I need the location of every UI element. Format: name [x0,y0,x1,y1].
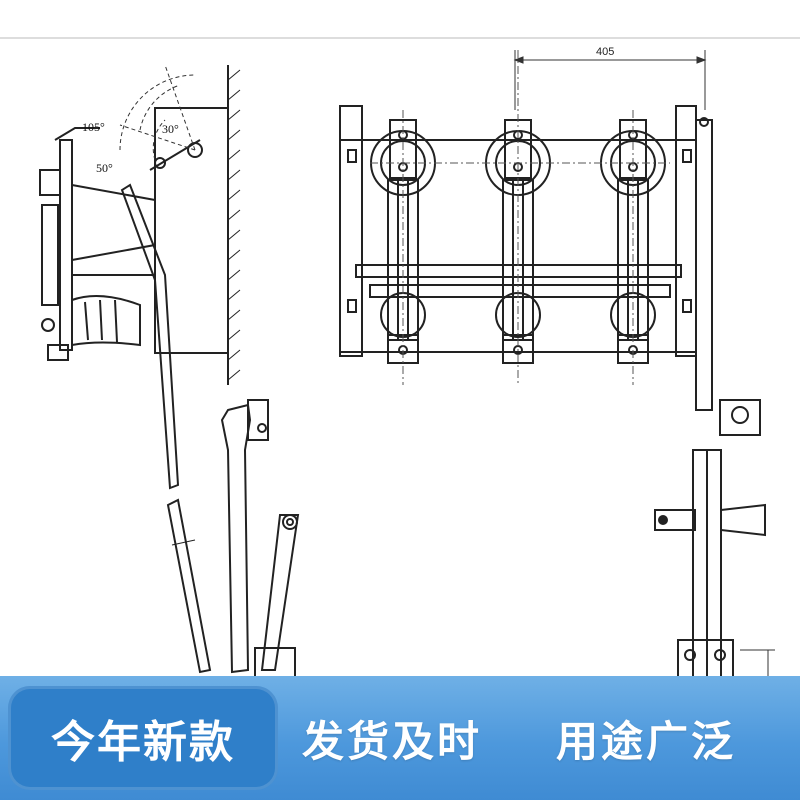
new-badge-bg [8,686,278,790]
slogan-fast-delivery: 发货及时 [302,716,483,766]
new-badge-text: 今年新款 [51,717,235,768]
operating-handles [166,399,300,679]
dimension-405 [513,50,707,110]
dimension-label-width: 405 [596,46,614,58]
angle-label-50: 50° [96,161,113,175]
angle-label-105: 105° [82,120,105,134]
side-view [39,65,241,490]
angle-arcs [119,64,196,161]
centerlines [370,50,670,385]
front-view [339,105,766,691]
slogan-wide-use: 用途广泛 [556,716,737,766]
angle-label-30: 30° [162,122,179,136]
